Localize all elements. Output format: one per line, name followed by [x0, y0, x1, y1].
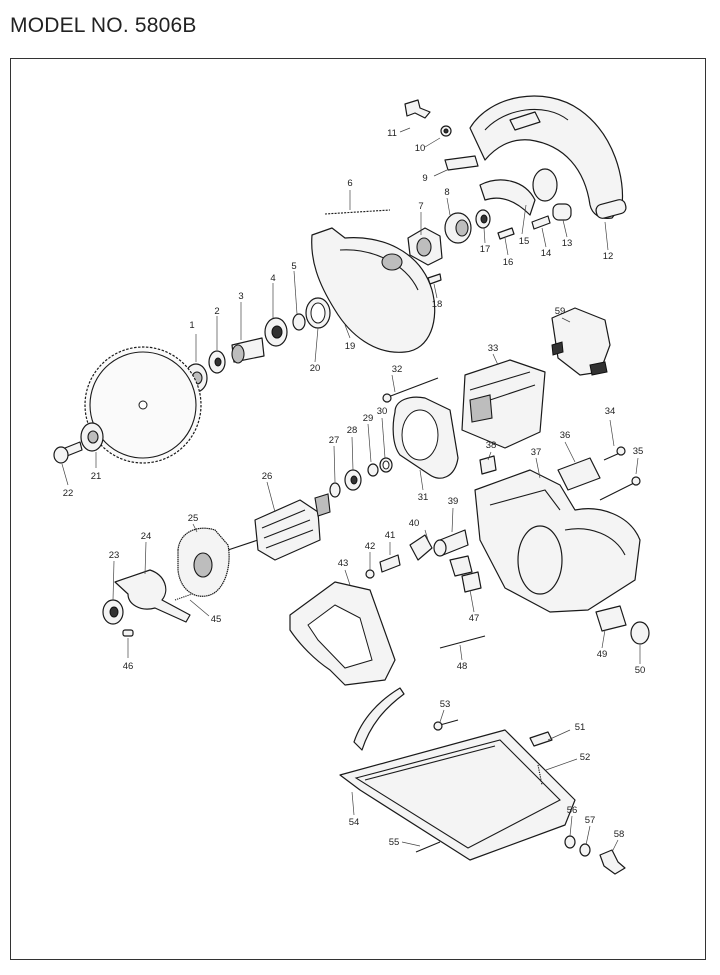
part-label-49: 49	[597, 649, 608, 660]
part-label-55: 55	[389, 837, 400, 848]
part-label-21: 21	[91, 471, 102, 482]
part-label-37: 37	[531, 447, 542, 458]
part-label-54: 54	[349, 817, 360, 828]
part-label-13: 13	[562, 238, 573, 249]
part-label-27: 27	[329, 435, 340, 446]
part-label-30: 30	[377, 406, 388, 417]
part-label-22: 22	[63, 488, 74, 499]
part-label-53: 53	[440, 699, 451, 710]
part-label-36: 36	[560, 430, 571, 441]
part-labels: 1 2 3 4 5 6 7 8 9 10 11 12 13 14 15 16 1…	[63, 128, 700, 975]
part-label-23: 23	[109, 550, 120, 561]
part-label-11: 11	[387, 128, 397, 139]
part-label-42: 42	[365, 541, 376, 552]
lower-safety-guard	[311, 227, 436, 353]
part-label-8: 8	[444, 187, 449, 198]
spring-6	[324, 209, 391, 215]
part-label-59: 59	[555, 306, 566, 317]
part-label-38: 38	[486, 440, 497, 451]
part-label-26: 26	[262, 471, 273, 482]
motor-screws	[382, 377, 641, 501]
outer-flange-bolt	[53, 422, 104, 464]
part-label-24: 24	[141, 531, 152, 542]
part-label-43: 43	[338, 558, 349, 569]
part-label-5: 5	[291, 261, 296, 272]
rear-handle	[289, 581, 396, 686]
part-label-45: 45	[211, 614, 222, 625]
part-label-16: 16	[503, 257, 514, 268]
part-label-40: 40	[409, 518, 420, 529]
part-label-39: 39	[448, 496, 459, 507]
upper-blade-guard	[469, 95, 627, 219]
part-label-29: 29	[363, 413, 374, 424]
part-label-7: 7	[418, 201, 423, 212]
part-label-41: 41	[385, 530, 396, 541]
part-label-46: 46	[123, 661, 134, 672]
depth-bolt-and-knob	[595, 605, 650, 645]
part-label-10: 10	[415, 143, 426, 154]
part-label-12: 12	[603, 251, 614, 262]
part-label-3: 3	[238, 291, 243, 302]
part-label-34: 34	[605, 406, 616, 417]
saw-blade	[84, 346, 202, 464]
part-label-31: 31	[418, 492, 429, 503]
part-label-51: 51	[575, 722, 586, 733]
part-label-32: 32	[392, 364, 403, 375]
part-label-2: 2	[214, 306, 219, 317]
brush-and-switch-parts	[365, 455, 497, 649]
guard-hardware	[404, 99, 572, 285]
part-label-9: 9	[422, 173, 427, 184]
part-label-28: 28	[347, 425, 358, 436]
gear-and-lever	[102, 527, 230, 637]
spindle-parts	[184, 297, 331, 393]
part-label-25: 25	[188, 513, 199, 524]
part-label-33: 33	[488, 343, 499, 354]
base-plate	[339, 687, 626, 875]
part-label-47: 47	[469, 613, 480, 624]
part-label-48: 48	[457, 661, 468, 672]
part-label-17: 17	[480, 244, 491, 255]
motor-assembly	[392, 307, 611, 479]
part-label-19: 19	[345, 341, 356, 352]
part-label-58: 58	[614, 829, 625, 840]
part-label-56: 56	[567, 805, 578, 816]
part-label-1: 1	[189, 320, 194, 331]
part-label-35: 35	[633, 446, 644, 457]
part-label-4: 4	[270, 273, 275, 284]
armature	[227, 457, 393, 561]
part-label-44: 44	[689, 964, 700, 975]
diagram-frame	[10, 58, 706, 960]
part-label-52: 52	[580, 752, 591, 763]
part-label-14: 14	[541, 248, 552, 259]
part-label-57: 57	[585, 815, 596, 826]
motor-housing	[474, 457, 641, 613]
page-title: MODEL NO. 5806B	[10, 14, 197, 37]
part-label-15: 15	[519, 236, 530, 247]
leader-lines	[61, 127, 641, 853]
part-label-50: 50	[635, 665, 646, 676]
part-label-20: 20	[310, 363, 321, 374]
part-label-18: 18	[432, 299, 443, 310]
part-label-6: 6	[347, 178, 352, 189]
